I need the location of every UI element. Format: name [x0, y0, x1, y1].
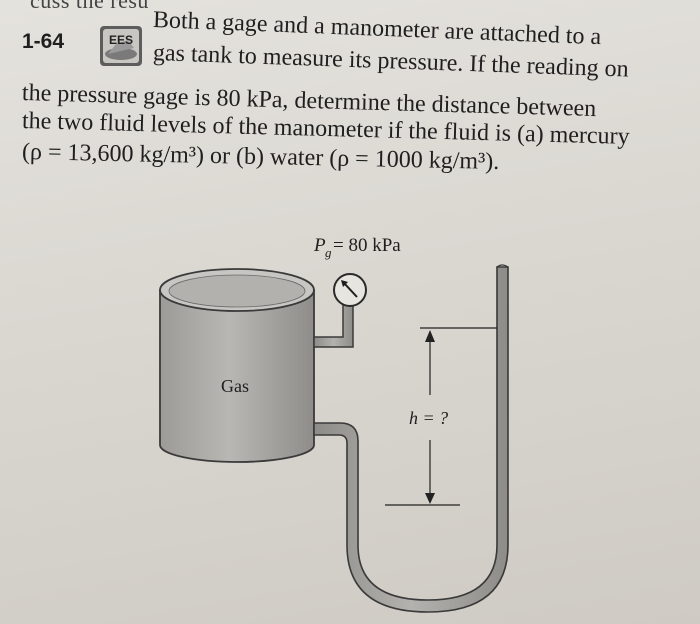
height-dimension-arrow [425, 330, 435, 504]
ees-software-icon: EES [100, 26, 142, 66]
gage-label-symbol: P [313, 235, 326, 256]
gas-tank [159, 268, 315, 463]
gage-label-value: = 80 kPa [333, 235, 401, 256]
pressure-gage-icon [333, 273, 367, 307]
height-label: h = ? [409, 408, 448, 428]
u-tube-manometer [313, 264, 509, 613]
problem-number: 1-64 [22, 30, 65, 53]
gage-connector-pipe [313, 304, 354, 348]
ees-icon-text: EES [109, 33, 133, 47]
tank-label: Gas [221, 376, 249, 396]
gage-label-subscript: g [325, 245, 332, 260]
previous-text-fragment: cuss the resu [30, 0, 149, 13]
